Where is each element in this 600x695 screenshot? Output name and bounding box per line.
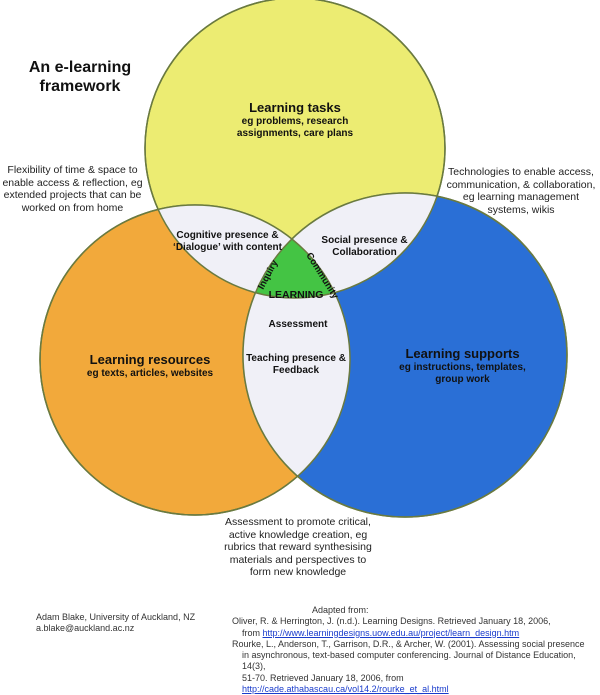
center-learning-label: LEARNING [269, 289, 324, 301]
author-email: a.blake@auckland.ac.nz [36, 623, 135, 634]
learning-tasks-examples: eg problems, research assignments, care … [236, 115, 354, 139]
learning-supports-heading: Learning supports [405, 346, 520, 361]
cognitive-presence-label: Cognitive presence & ‘Dialogue’ with con… [173, 230, 282, 253]
adapted-from-label: Adapted from: [312, 605, 369, 615]
social-presence-label: Social presence & Collaboration [321, 235, 408, 258]
learning-resources-label: Learning resources eg texts, articles, w… [75, 352, 225, 380]
technologies-note: Technologies to enable access, communica… [446, 166, 596, 216]
diagram-title: An e-learning framework [28, 59, 132, 96]
teaching-presence-label: Teaching presence & Feedback [246, 353, 346, 376]
references-block: Adapted from: Oliver, R. & Herrington, J… [232, 605, 600, 695]
flexibility-note: Flexibility of time & space to enable ac… [2, 164, 143, 214]
learning-resources-heading: Learning resources [89, 352, 211, 367]
learning-supports-examples: eg instructions, templates, group work [399, 361, 526, 385]
assessment-label: Assessment [269, 319, 329, 330]
venn-diagram: Inquiry Community Assessment LEARNING [39, 0, 568, 518]
learning-resources-examples: eg texts, articles, websites [86, 367, 214, 379]
learning-supports-label: Learning supports eg instructions, templ… [390, 346, 535, 386]
learning-tasks-label: Learning tasks eg problems, research ass… [220, 100, 370, 140]
reference-2-line-2: in asynchronous, text-based computer con… [242, 650, 576, 672]
reference-1: Oliver, R. & Herrington, J. (n.d.). Lear… [232, 616, 551, 627]
author-name: Adam Blake, University of Auckland, NZ [36, 612, 196, 622]
reference-2-link[interactable]: http://cade.athabascau.ca/vol14.2/rourke… [242, 683, 449, 694]
author-block: Adam Blake, University of Auckland, NZ a… [36, 612, 236, 635]
reference-2-line-3: 51-70. Retrieved January 18, 2006, from [242, 672, 404, 683]
reference-1-from: from [242, 627, 260, 638]
assessment-note: Assessment to promote critical, active k… [224, 516, 372, 579]
reference-1-link[interactable]: http://www.learningdesigns.uow.edu.au/pr… [262, 627, 520, 638]
learning-tasks-heading: Learning tasks [249, 100, 341, 115]
reference-2-line-1: Rourke, L., Anderson, T., Garrison, D.R.… [232, 638, 585, 649]
